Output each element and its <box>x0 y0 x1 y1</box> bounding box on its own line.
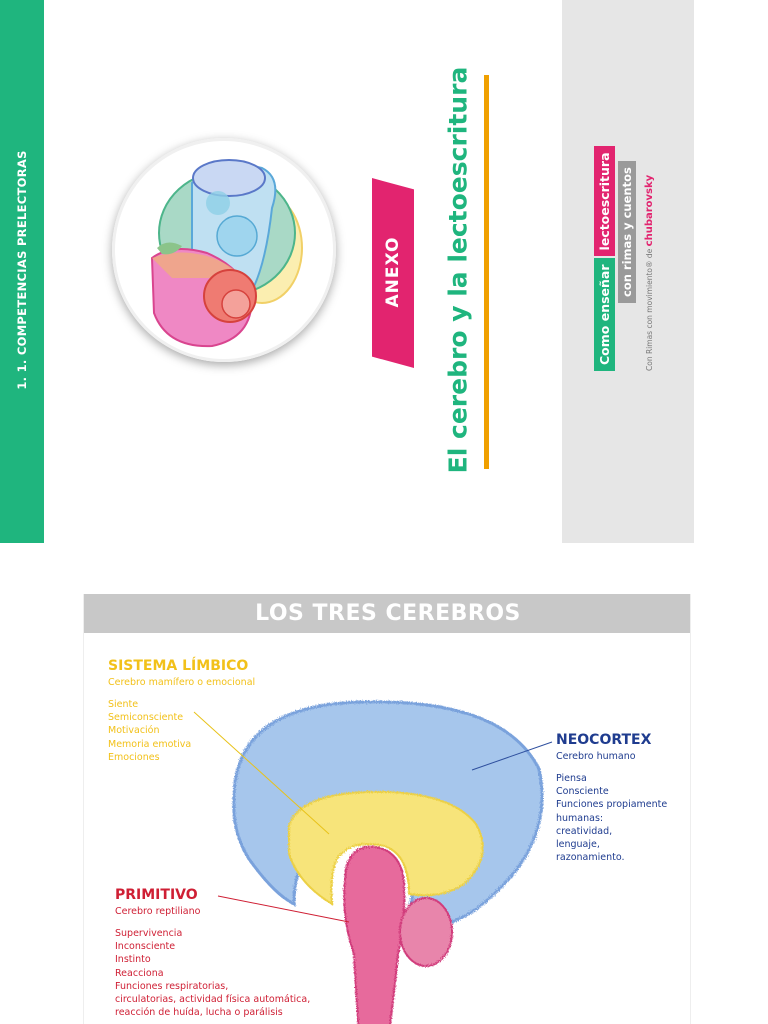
primitivo-leader-line <box>217 895 350 923</box>
list-item: Inconsciente <box>115 941 176 953</box>
list-item: Piensa <box>556 773 587 784</box>
neocortex-subtitle: Cerebro humano <box>556 751 636 762</box>
neocortex-list: Piensa Consciente Funciones propiamente … <box>556 772 667 864</box>
annex-cover-page: 1. 1. COMPETENCIAS PRELECTORAS ANEXO El … <box>0 0 694 543</box>
brain-drawing-circle <box>112 138 336 362</box>
neocortex-title: NEOCORTEX <box>556 732 652 748</box>
limbic-subtitle: Cerebro mamífero o emocional <box>108 677 256 688</box>
list-item: Supervivencia <box>115 928 183 939</box>
annex-tag <box>372 178 414 368</box>
list-item: humanas: <box>556 812 604 824</box>
list-item: Funciones propiamente <box>556 799 668 811</box>
logo-credit-text: Con Rimas con movimiento® de <box>645 248 654 371</box>
primitive-label-group: PRIMITIVO Cerebro reptiliano Supervivenc… <box>115 887 310 1019</box>
limbic-title: SISTEMA LÍMBICO <box>108 658 249 674</box>
three-brains-page: LOS TRES CEREBROS SISTEMA LÍMBICO Cerebr… <box>83 594 691 1024</box>
annex-title: El cerebro y la lectoescritura <box>443 66 473 474</box>
neocortex-leader-line <box>471 741 553 771</box>
list-item: reacción de huída, lucha o parálisis <box>115 1007 283 1019</box>
list-item: Motivación <box>108 725 160 737</box>
list-item: razonamiento. <box>556 852 625 864</box>
annex-tag-label: ANEXO <box>383 236 403 308</box>
list-item: creatividad, <box>556 825 613 837</box>
list-item: Instinto <box>115 954 151 966</box>
list-item: Consciente <box>556 786 609 798</box>
logo-rimas-label: con rimas y cuentos <box>618 161 636 303</box>
list-item: lenguaje, <box>556 839 600 851</box>
list-item: Semiconsciente <box>108 712 184 724</box>
three-brains-illustration <box>193 700 553 1024</box>
logo-top-line: Como enseñarlectoescritura <box>594 146 615 371</box>
list-item: Emociones <box>108 751 160 763</box>
primitive-list: Supervivencia Inconsciente Instinto Reac… <box>115 927 310 1019</box>
list-item: Funciones respiratorias, <box>115 980 229 992</box>
primitive-region <box>343 845 406 1024</box>
book-logo: Como enseñarlectoescritura con rimas y c… <box>584 146 684 383</box>
brain-drawing-illustration <box>150 159 303 348</box>
limbic-label-group: SISTEMA LÍMBICO Cerebro mamífero o emoci… <box>108 658 255 764</box>
primitive-subtitle: Cerebro reptiliano <box>115 906 201 917</box>
neocortex-label-group: NEOCORTEX Cerebro humano Piensa Conscien… <box>556 732 667 864</box>
logo-como-label: Como enseñar <box>594 258 615 371</box>
limbic-region <box>288 790 484 906</box>
limbico-leader-line <box>193 711 330 835</box>
logo-lecto-label: lectoescritura <box>594 146 615 257</box>
three-brains-title: LOS TRES CEREBROS <box>255 601 521 626</box>
primitive-title: PRIMITIVO <box>115 887 198 903</box>
list-item: circulatorias, actividad física automáti… <box>115 994 311 1006</box>
title-accent-bar <box>484 75 489 469</box>
three-brains-header <box>84 594 690 633</box>
logo-brand: chubarovsky <box>644 174 655 247</box>
logo-credit-line: Con Rimas con movimiento® de chubarovsky <box>644 175 655 371</box>
list-item: Memoria emotiva <box>108 738 192 750</box>
cerebellum-region <box>399 897 453 967</box>
chapter-side-label: 1. 1. COMPETENCIAS PRELECTORAS <box>15 150 29 390</box>
list-item: Reacciona <box>115 967 164 979</box>
chapter-side-strip <box>0 0 44 543</box>
limbic-list: Siente Semiconsciente Motivación Memoria… <box>108 698 255 764</box>
list-item: Siente <box>108 699 139 710</box>
